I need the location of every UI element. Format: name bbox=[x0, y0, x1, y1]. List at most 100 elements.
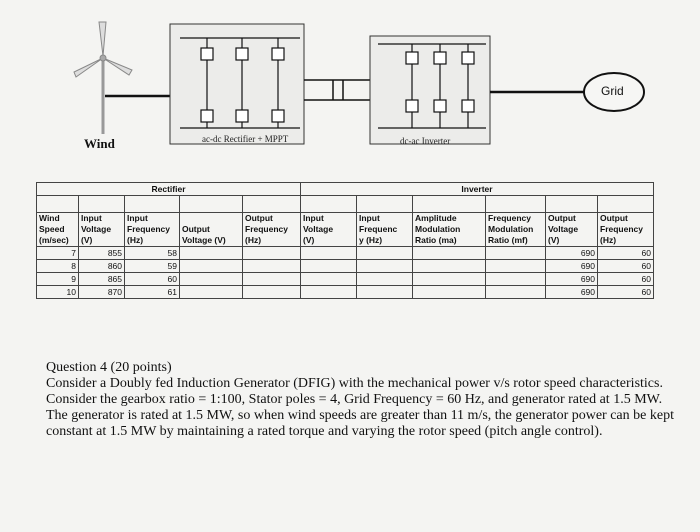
table-cell bbox=[179, 259, 243, 273]
column-header-line: Modulation bbox=[415, 224, 461, 234]
column-header-line: Voltage (V) bbox=[182, 235, 226, 245]
table-cell bbox=[300, 259, 357, 273]
table-cell bbox=[242, 246, 301, 260]
column-header-line: (V) bbox=[303, 235, 315, 245]
table-cell bbox=[242, 285, 301, 299]
table-cell bbox=[179, 272, 243, 286]
column-header-line: Output bbox=[182, 224, 210, 234]
table-cell bbox=[300, 285, 357, 299]
question-body: Consider a Doubly fed Induction Generato… bbox=[46, 376, 674, 439]
grid-circle bbox=[583, 72, 645, 112]
table-cell bbox=[242, 259, 301, 273]
column-header-line: Voltage bbox=[548, 224, 579, 234]
table-cell bbox=[356, 246, 413, 260]
rectifier-label: ac-dc Rectifier + MPPT bbox=[202, 134, 289, 144]
table-cell bbox=[242, 272, 301, 286]
column-header-line: Output bbox=[600, 213, 628, 223]
table-cell bbox=[356, 285, 413, 299]
table-cell: 9 bbox=[36, 272, 79, 286]
table-cell: 10 bbox=[36, 285, 79, 299]
table-cell: 690 bbox=[545, 285, 598, 299]
table-cell: 690 bbox=[545, 246, 598, 260]
rectifier-box bbox=[169, 23, 305, 145]
table-cell bbox=[412, 272, 486, 286]
column-header-line: y (Hz) bbox=[359, 235, 383, 245]
table-cell: 860 bbox=[78, 259, 125, 273]
column-header-line: Frequency bbox=[245, 224, 288, 234]
column-header-line: Input bbox=[359, 213, 380, 223]
column-header-line: Voltage bbox=[81, 224, 112, 234]
inverter-section-header: Inverter bbox=[300, 182, 654, 196]
table-cell bbox=[179, 285, 243, 299]
table-cell: 60 bbox=[597, 285, 654, 299]
table-cell bbox=[300, 246, 357, 260]
table-cell: 7 bbox=[36, 246, 79, 260]
column-header-line: Wind bbox=[39, 213, 60, 223]
table-cell bbox=[485, 259, 546, 273]
column-header-line: Speed bbox=[39, 224, 65, 234]
inverter-switches bbox=[378, 43, 486, 129]
table-cell bbox=[412, 246, 486, 260]
section-row: Rectifier Inverter bbox=[36, 182, 654, 196]
table-cell: 58 bbox=[124, 246, 180, 260]
table-cell: 59 bbox=[124, 259, 180, 273]
column-header-line: Ratio (ma) bbox=[415, 235, 457, 245]
table-cell bbox=[300, 272, 357, 286]
table-cell: 855 bbox=[78, 246, 125, 260]
column-header-line: (Hz) bbox=[127, 235, 144, 245]
table-cell: 865 bbox=[78, 272, 125, 286]
column-header-line: (m/sec) bbox=[39, 235, 69, 245]
table-cell bbox=[179, 246, 243, 260]
table-cell: 60 bbox=[597, 259, 654, 273]
column-header-line: (Hz) bbox=[600, 235, 617, 245]
table-cell: 8 bbox=[36, 259, 79, 273]
table-cell: 60 bbox=[597, 272, 654, 286]
rectifier-section-header: Rectifier bbox=[36, 182, 301, 196]
column-header-line: Ratio (mf) bbox=[488, 235, 528, 245]
column-header-line: Modulation bbox=[488, 224, 534, 234]
column-header-line: Input bbox=[81, 213, 102, 223]
table-cell bbox=[485, 246, 546, 260]
table-cell bbox=[412, 259, 486, 273]
power-converter-diagram bbox=[73, 21, 645, 145]
column-header-line: Frequency bbox=[127, 224, 170, 234]
table-cell bbox=[356, 272, 413, 286]
table-cell: 870 bbox=[78, 285, 125, 299]
column-header-line: Output bbox=[548, 213, 576, 223]
question-block: Question 4 (20 points) Consider a Doubly… bbox=[46, 360, 686, 440]
column-header-line: (V) bbox=[548, 235, 560, 245]
column-header-line bbox=[182, 213, 240, 224]
column-header-line: (Hz) bbox=[245, 235, 262, 245]
wind-label: Wind bbox=[84, 136, 115, 151]
spacer-row bbox=[36, 195, 654, 213]
column-header-line: Amplitude bbox=[415, 213, 457, 223]
column-header-line: Input bbox=[303, 213, 324, 223]
column-header-line: Frequency bbox=[488, 213, 531, 223]
column-header-line: Frequency bbox=[600, 224, 643, 234]
table-cell: 61 bbox=[124, 285, 180, 299]
table-cell bbox=[485, 272, 546, 286]
table-cell: 690 bbox=[545, 272, 598, 286]
table-cell: 690 bbox=[545, 259, 598, 273]
column-header-line: Voltage bbox=[303, 224, 334, 234]
inverter-label: dc-ac Inverter bbox=[400, 136, 451, 146]
column-header-line: Frequenc bbox=[359, 224, 398, 234]
table-cell: 60 bbox=[124, 272, 180, 286]
column-header-line: Input bbox=[127, 213, 148, 223]
table-cell bbox=[412, 285, 486, 299]
grid-label: Grid bbox=[601, 84, 624, 98]
